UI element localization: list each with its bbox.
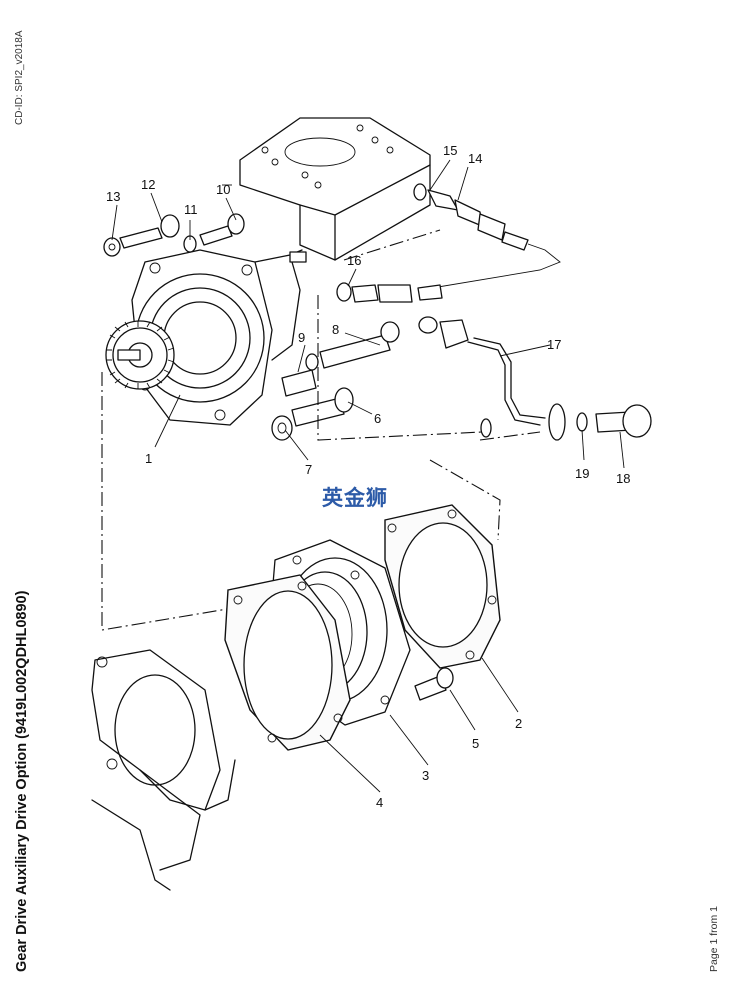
callout-18: 18 xyxy=(616,471,630,486)
callout-15: 15 xyxy=(443,143,457,158)
callout-10: 10 xyxy=(216,182,230,197)
part-1-pump-housing xyxy=(105,249,307,426)
leader-lines xyxy=(111,159,625,793)
callout-3: 3 xyxy=(422,768,429,783)
callout-19: 19 xyxy=(575,466,589,481)
engine-casting-lower xyxy=(91,649,236,891)
watermark-logo: 英金狮 xyxy=(322,486,388,510)
part-6-9-bolts-spacer xyxy=(271,321,400,441)
callout-4: 4 xyxy=(376,795,383,810)
assembly-lines xyxy=(101,229,541,631)
callout-6: 6 xyxy=(374,411,381,426)
callout-5: 5 xyxy=(472,736,479,751)
part-17-19-pipe-banjo xyxy=(418,316,652,441)
callout-17: 17 xyxy=(547,337,561,352)
part-4-gasket xyxy=(224,574,351,751)
callout-7: 7 xyxy=(305,462,312,477)
callout-8: 8 xyxy=(332,322,339,337)
callout-labels: 1 2 3 4 5 6 7 8 9 10 11 12 13 14 15 16 1… xyxy=(106,143,630,810)
callout-16: 16 xyxy=(347,253,361,268)
callout-13: 13 xyxy=(106,189,120,204)
callout-1: 1 xyxy=(145,451,152,466)
callout-12: 12 xyxy=(141,177,155,192)
callout-14: 14 xyxy=(468,151,482,166)
part-5-screw xyxy=(414,667,454,701)
part-10-13-bolts xyxy=(103,213,245,257)
callout-11: 11 xyxy=(184,202,198,217)
part-14-16-fittings xyxy=(336,183,561,303)
callout-2: 2 xyxy=(515,716,522,731)
engine-block xyxy=(222,117,431,261)
callout-9: 9 xyxy=(298,330,305,345)
part-2-gasket xyxy=(384,504,501,669)
